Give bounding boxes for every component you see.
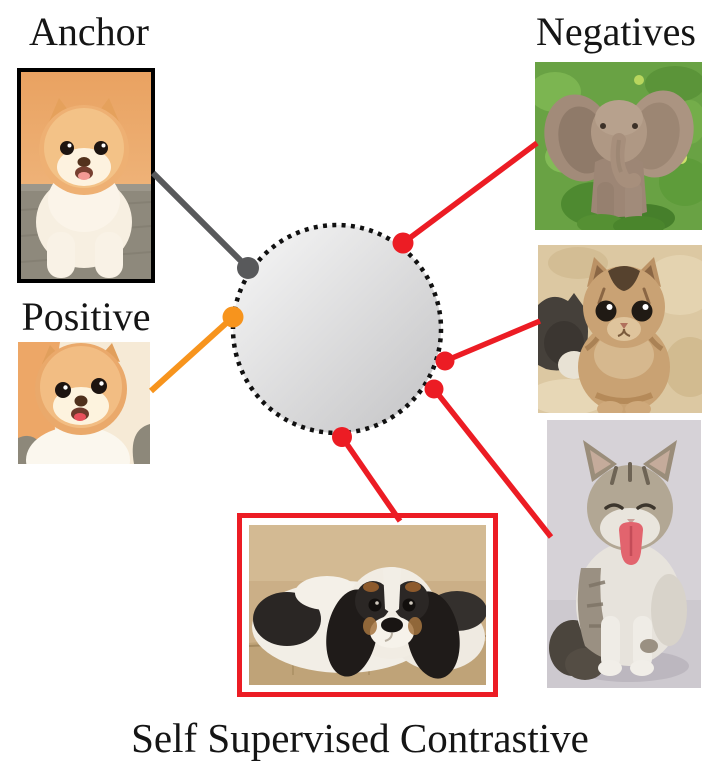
anchor-photo xyxy=(17,68,155,283)
anchor-photo-illustration xyxy=(21,72,151,279)
query-link-line xyxy=(339,435,403,523)
negatives-label: Negatives xyxy=(536,9,696,54)
anchor-link-dot xyxy=(237,257,259,279)
elephant-illustration xyxy=(535,62,702,230)
query-link-dot xyxy=(332,427,352,447)
positive-photo xyxy=(18,342,150,464)
negative-photo-elephant xyxy=(535,62,702,230)
negative-link-line-kitten-1 xyxy=(443,318,542,364)
negative-link-dot-elephant xyxy=(392,232,414,254)
figure-title: Self Supervised Contrastive xyxy=(131,715,589,761)
query-photo-spaniel xyxy=(237,513,498,697)
positive-link-dot xyxy=(222,306,244,328)
spaniel-illustration xyxy=(249,525,486,685)
negative-photo-kitten-1 xyxy=(538,245,702,413)
negative-link-dot-kitten-2 xyxy=(424,379,444,399)
negative-link-line-elephant xyxy=(401,140,539,246)
negative-link-dot-kitten-1 xyxy=(435,351,455,371)
kitten-2-illustration xyxy=(547,420,701,688)
anchor-label: Anchor xyxy=(29,9,149,54)
positive-label: Positive xyxy=(21,294,151,339)
negative-photo-kitten-2 xyxy=(547,420,701,688)
positive-photo-illustration xyxy=(18,342,150,464)
kitten-1-illustration xyxy=(538,245,702,413)
embedding-sphere xyxy=(230,222,444,436)
anchor-link-line xyxy=(150,170,251,271)
